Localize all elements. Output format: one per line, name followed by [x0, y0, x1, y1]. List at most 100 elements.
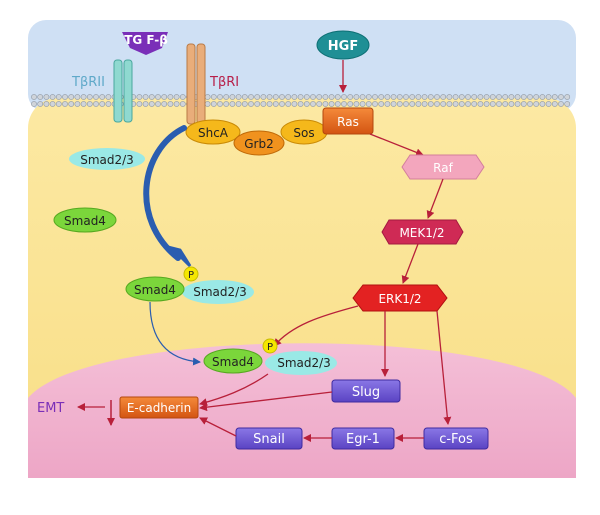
membrane-lipid — [446, 94, 453, 100]
membrane-lipid — [427, 94, 434, 100]
grb2-label: Grb2 — [244, 137, 273, 151]
membrane-lipid — [43, 94, 50, 100]
membrane-lipid — [334, 94, 341, 100]
membrane-lipid — [545, 101, 552, 107]
smad23-nuclear-label: Smad2/3 — [277, 356, 331, 370]
membrane-lipid — [365, 101, 372, 107]
membrane-lipid — [316, 94, 323, 100]
membrane-lipid — [204, 94, 211, 100]
sos-label: Sos — [293, 126, 314, 140]
membrane-lipid — [161, 101, 168, 107]
membrane-lipid — [372, 94, 378, 100]
membrane-lipid — [347, 94, 354, 100]
membrane-lipid — [396, 94, 403, 100]
membrane-lipid — [508, 101, 515, 107]
membrane-lipid — [551, 101, 558, 107]
smad4-cytoplasm-node: Smad4 — [53, 207, 117, 233]
membrane-lipid — [328, 94, 335, 100]
membrane-lipid — [74, 101, 81, 107]
membrane-lipid — [372, 101, 378, 107]
membrane-lipid — [260, 94, 267, 100]
membrane-lipid — [347, 101, 354, 107]
membrane-lipid — [310, 101, 316, 107]
membrane-lipid — [427, 101, 434, 107]
cfos-node: c-Fos — [423, 427, 489, 450]
phospho-nuclear-label: P — [267, 342, 273, 353]
smad23-cytoplasm-label: Smad2/3 — [80, 153, 134, 167]
membrane-lipid — [322, 101, 329, 107]
membrane-lipid — [415, 94, 422, 100]
membrane-lipid — [223, 101, 230, 107]
membrane-lipid — [551, 94, 558, 100]
membrane-lipid — [465, 94, 471, 100]
membrane-lipid — [105, 101, 112, 107]
membrane-lipid — [241, 101, 248, 107]
grb2-node: Grb2 — [233, 130, 285, 156]
membrane-lipid — [303, 94, 310, 100]
membrane-lipid — [471, 101, 478, 107]
snail-to-ecadherin-arrow — [199, 417, 237, 437]
membrane-lipid — [62, 101, 68, 107]
tbr2-receptor — [113, 59, 133, 123]
membrane-lipid — [279, 94, 285, 100]
membrane-lipid — [341, 101, 347, 107]
phospho-label: P — [188, 270, 194, 281]
membrane-lipid — [285, 101, 292, 107]
membrane-lipid — [316, 101, 323, 107]
membrane-lipid — [105, 94, 112, 100]
membrane-lipid — [62, 94, 68, 100]
membrane-lipid — [403, 101, 409, 107]
membrane-lipid — [99, 101, 106, 107]
membrane-lipid — [539, 94, 546, 100]
membrane-lipid — [310, 94, 316, 100]
membrane-lipid — [440, 94, 447, 100]
membrane-lipid — [477, 94, 484, 100]
membrane-lipid — [254, 101, 261, 107]
membrane-lipid — [378, 101, 385, 107]
hgf-label: HGF — [328, 39, 358, 54]
membrane-lipid — [49, 101, 56, 107]
membrane-lipid — [322, 94, 329, 100]
membrane-lipid — [341, 94, 347, 100]
snail-label: Snail — [253, 432, 285, 447]
membrane-lipid — [68, 101, 75, 107]
ras-to-raf-arrow — [369, 133, 424, 157]
membrane-lipid — [533, 101, 540, 107]
membrane-lipid — [471, 94, 478, 100]
mek-node: MEK1/2 — [381, 219, 464, 245]
membrane-lipid — [514, 101, 521, 107]
membrane-lipid — [93, 101, 99, 107]
smad4-cytoplasm-label: Smad4 — [64, 214, 106, 228]
membrane-lipid — [272, 101, 279, 107]
membrane-lipid — [353, 101, 360, 107]
membrane-lipid — [384, 101, 391, 107]
tbr2-label: TβRII — [71, 75, 105, 90]
membrane-lipid — [248, 101, 254, 107]
smad23-complex-label: Smad2/3 — [193, 285, 247, 299]
membrane-lipid — [409, 94, 416, 100]
membrane-lipid — [266, 101, 273, 107]
membrane-lipid — [74, 94, 81, 100]
shca-node: ShcA — [185, 119, 241, 145]
membrane-lipid — [291, 94, 298, 100]
membrane-lipid — [155, 101, 161, 107]
membrane-lipid — [514, 94, 521, 100]
membrane-lipid — [502, 101, 509, 107]
membrane-lipid — [210, 94, 217, 100]
membrane-lipid — [167, 101, 174, 107]
membrane-lipid — [93, 94, 99, 100]
smad-complex-nucleus: Smad2/3 Smad4 P — [203, 338, 337, 375]
membrane-lipid — [365, 94, 372, 100]
membrane-lipid — [446, 101, 453, 107]
membrane-lipid — [297, 101, 304, 107]
membrane-lipid — [359, 101, 366, 107]
membrane-lipid — [37, 94, 44, 100]
membrane-lipid — [161, 94, 168, 100]
membrane-lipid — [545, 94, 552, 100]
membrane-lipid — [173, 101, 180, 107]
membrane-lipid — [142, 101, 149, 107]
membrane-lipid — [458, 94, 465, 100]
membrane-lipid — [421, 101, 428, 107]
ras-label: Ras — [337, 115, 359, 129]
